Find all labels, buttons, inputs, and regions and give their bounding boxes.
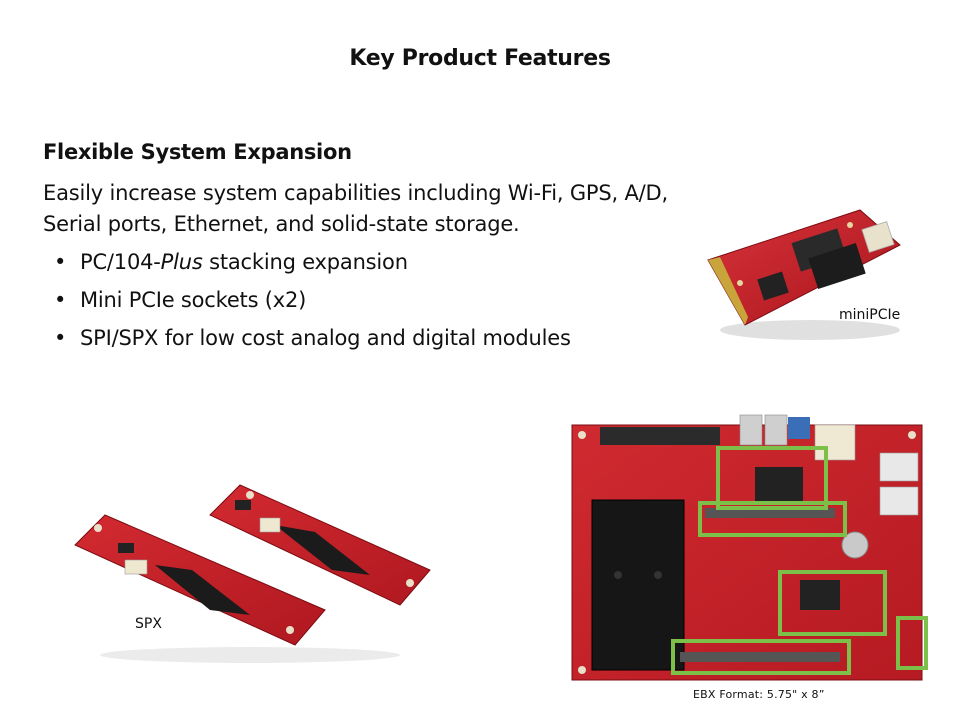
bullet-item-spx: • SPI/SPX for low cost analog and digita…	[52, 323, 571, 361]
bullet-text: SPI/SPX for low cost analog and digital …	[80, 326, 571, 350]
slide-title: Key Product Features	[349, 46, 611, 71]
bullet-prefix: PC/104-	[80, 250, 161, 274]
ebx-board-image	[571, 414, 928, 681]
ebx-caption: EBX Format: 5.75" x 8”	[693, 688, 825, 701]
bullet-italic: Plus	[160, 250, 203, 274]
section-heading: Flexible System Expansion	[43, 140, 352, 164]
spx-caption: SPX	[135, 616, 162, 632]
bullet-item-minipcie: • Mini PCIe sockets (x2)	[52, 285, 571, 323]
spx-modules-image	[74, 484, 431, 663]
feature-bullet-list: • PC/104-Plus stacking expansion • Mini …	[52, 247, 571, 361]
body-line-1: Easily increase system capabilities incl…	[43, 181, 668, 205]
minipcie-caption: miniPCIe	[839, 307, 901, 323]
bullet-item-pc104: • PC/104-Plus stacking expansion	[52, 247, 571, 285]
body-line-2: Serial ports, Ethernet, and solid-state …	[43, 212, 520, 236]
bullet-dot: •	[54, 288, 67, 312]
minipcie-card-image	[707, 209, 901, 340]
bullet-text: Mini PCIe sockets (x2)	[80, 288, 307, 312]
bullet-suffix: stacking expansion	[202, 250, 408, 274]
bullet-dot: •	[54, 250, 67, 274]
section-body: Easily increase system capabilities incl…	[43, 178, 723, 240]
bullet-dot: •	[54, 326, 67, 350]
